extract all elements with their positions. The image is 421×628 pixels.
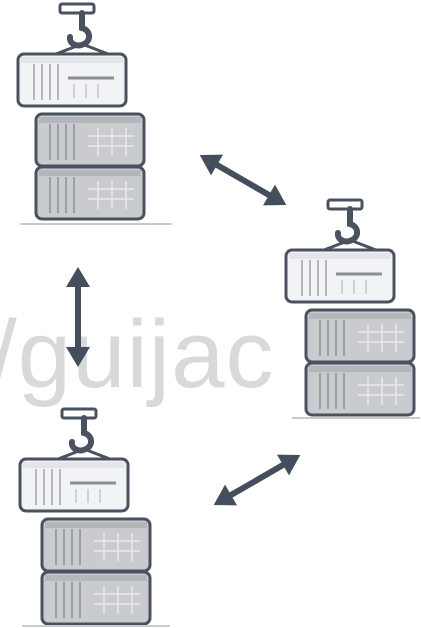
hanging-container-icon [18,54,126,106]
stacked-container-icon [36,114,144,166]
hanging-container-icon [286,250,394,302]
crane-hook-icon [58,409,110,459]
crane-hook-icon [56,4,108,54]
stacked-container-icon [42,572,150,624]
container-stack-top-left [18,4,172,224]
container-stack-right [286,200,420,418]
container-stack-bottom-left [20,409,170,626]
stacked-container-icon [306,363,414,415]
double-arrow-icon [208,445,307,516]
crane-hook-icon [324,200,376,250]
hanging-container-icon [20,459,128,511]
stacked-container-icon [36,167,144,219]
double-arrow-icon [194,145,293,216]
stacked-container-icon [306,310,414,362]
stacked-container-icon [42,519,150,571]
double-arrow-icon [66,267,90,367]
